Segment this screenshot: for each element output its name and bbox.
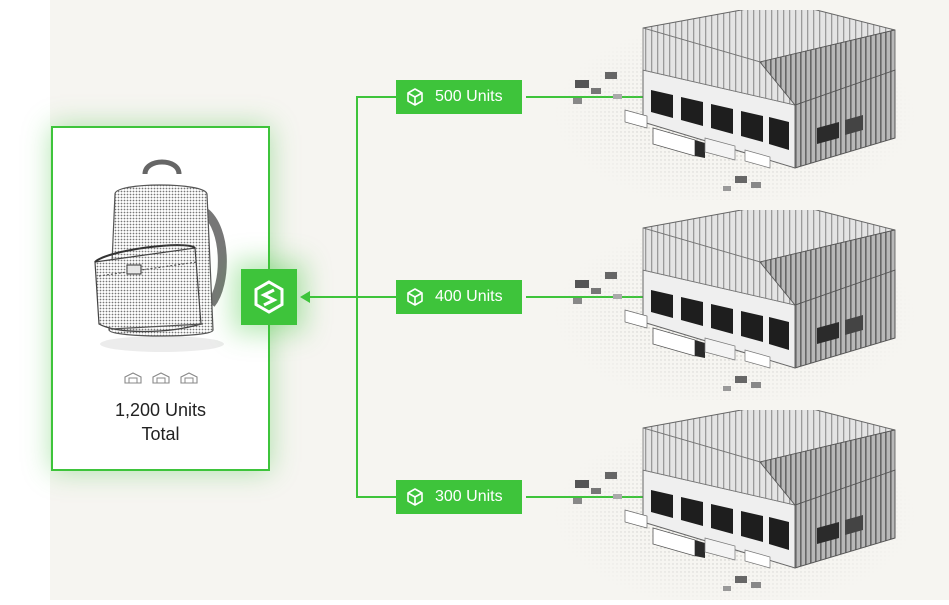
units-badge-2: 400 Units <box>396 280 522 314</box>
warehouse-1 <box>555 10 915 200</box>
warehouse-icon <box>555 10 915 200</box>
warehouse-icon <box>555 210 915 400</box>
warehouse-icon <box>555 410 915 600</box>
units-badge-1: 500 Units <box>396 80 522 114</box>
hub-logo <box>241 269 297 325</box>
logo-icon <box>254 280 284 314</box>
units-badge-label: 400 Units <box>435 288 503 305</box>
units-badge-label: 500 Units <box>435 88 503 105</box>
arrow-head-icon <box>300 291 310 303</box>
warehouse-icon <box>179 372 198 384</box>
cube-icon <box>407 288 423 306</box>
cube-icon <box>407 88 423 106</box>
product-card: 1,200 Units Total <box>51 126 270 471</box>
warehouse-icons-row <box>53 372 268 384</box>
warehouse-icon <box>151 372 170 384</box>
warehouse-3 <box>555 410 915 600</box>
total-units-caption: Total <box>141 424 180 444</box>
backpack-icon <box>94 159 227 352</box>
total-units-label: 1,200 Units Total <box>53 398 268 446</box>
units-badge-3: 300 Units <box>396 480 522 514</box>
warehouse-icon <box>123 372 142 384</box>
total-units-value: 1,200 Units <box>114 400 207 420</box>
cube-icon <box>407 488 423 506</box>
units-badge-label: 300 Units <box>435 488 503 505</box>
warehouse-2 <box>555 210 915 400</box>
